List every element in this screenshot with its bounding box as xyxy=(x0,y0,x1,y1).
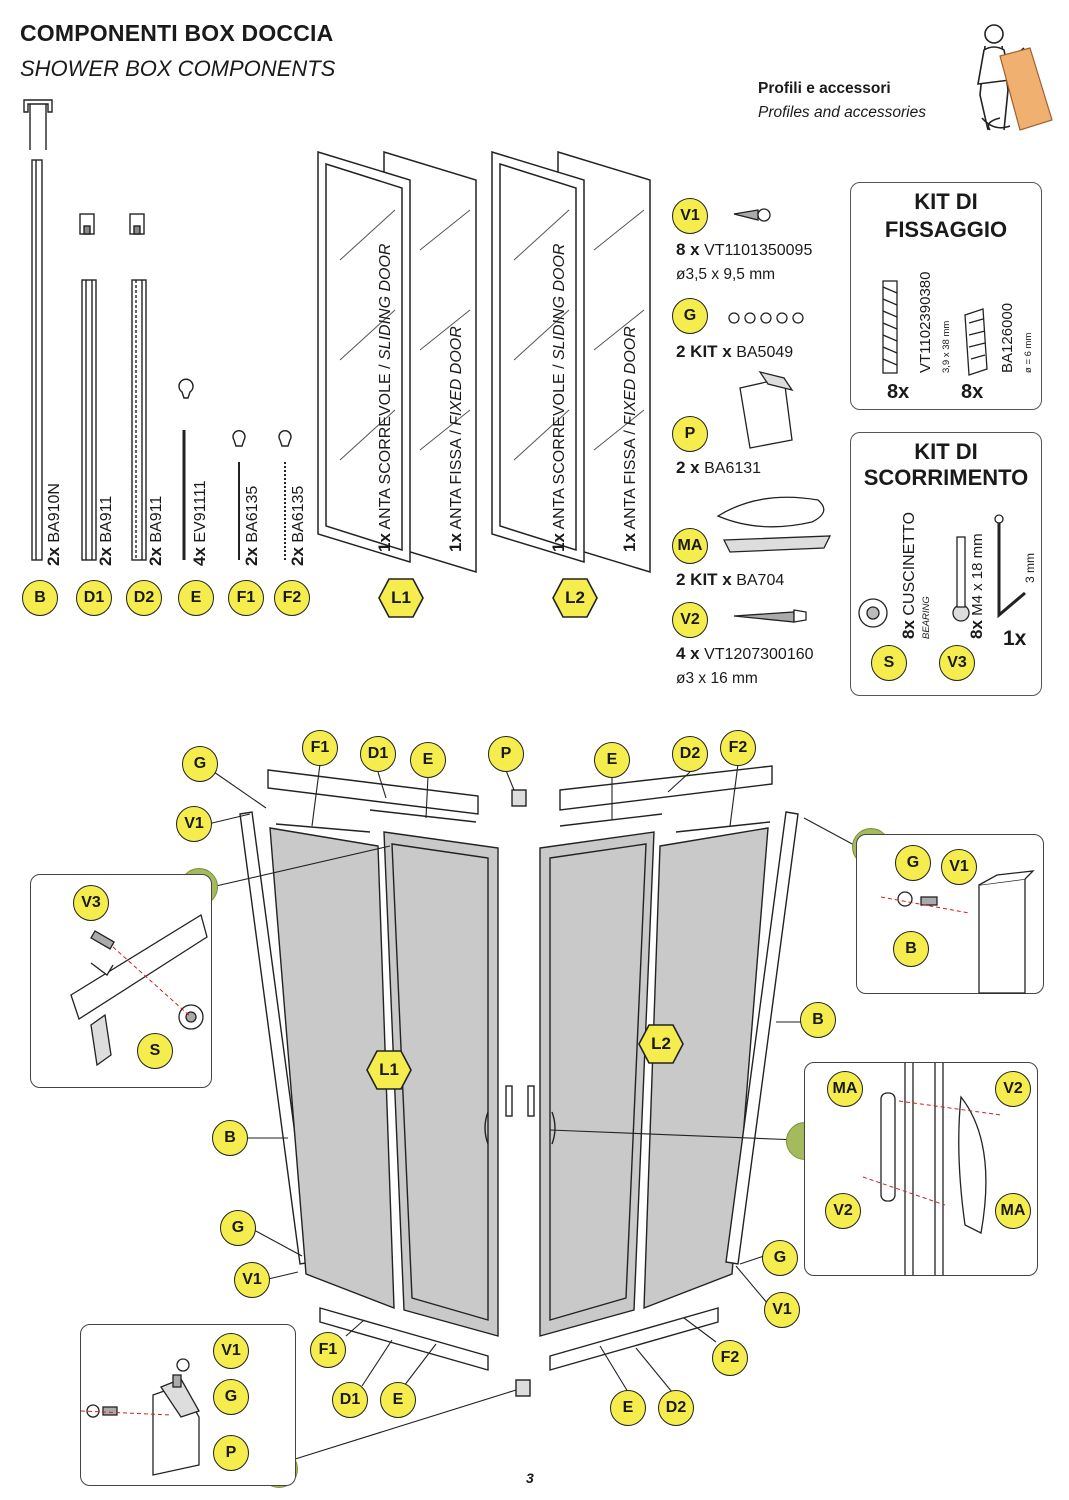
asm-badge-b-left: B xyxy=(212,1120,248,1156)
asm-badge-e-bottom-right: E xyxy=(610,1390,646,1426)
badge-v2: V2 xyxy=(672,602,708,638)
accessory-g-line: 2 KIT x BA5049 xyxy=(676,342,794,361)
kit-fissaggio-title-1: KIT DI xyxy=(914,189,978,214)
sliding-kit-drawing xyxy=(858,514,1026,628)
badge-e: E xyxy=(178,580,214,616)
asm-badge-f1-bottom: F1 xyxy=(310,1332,346,1368)
handle-detail-drawing xyxy=(862,1063,1002,1275)
asm-badge-v1-top-left: V1 xyxy=(176,806,212,842)
kit-fissaggio-title-2: FISSAGGIO xyxy=(884,217,1008,242)
page-subtitle: SHOWER BOX COMPONENTS xyxy=(20,56,336,81)
asm-badge-f1-top: F1 xyxy=(302,730,338,766)
badge-f2: F2 xyxy=(274,580,310,616)
asm-badge-l1: L1 xyxy=(366,1050,412,1090)
accessory-v1-dim: ø3,5 x 9,5 mm xyxy=(676,266,776,283)
inset-badge-b: B xyxy=(893,931,929,967)
asm-badge-f2-top: F2 xyxy=(720,730,756,766)
badge-f1: F1 xyxy=(228,580,264,616)
asm-badge-d1-top: D1 xyxy=(360,736,396,772)
kit-scorrimento-title-2: SCORRIMENTO xyxy=(863,465,1029,490)
asm-badge-f2-bottom: F2 xyxy=(712,1340,748,1376)
asm-badge-e-top-right: E xyxy=(594,742,630,778)
kit-scorrimento-title-1: KIT DI xyxy=(914,439,978,464)
badge-g: G xyxy=(672,298,708,334)
inset-badge-g: G xyxy=(895,845,931,881)
asm-badge-b-right: B xyxy=(800,1002,836,1038)
inset-badge-g-corner: G xyxy=(213,1379,249,1415)
fixing-kit-drawing xyxy=(882,280,988,376)
inset-bearing-detail: V3 S xyxy=(30,874,212,1088)
badge-d2: D2 xyxy=(126,580,162,616)
inset-badge-v2-top: V2 xyxy=(995,1071,1031,1107)
asm-badge-d2-bottom: D2 xyxy=(658,1390,694,1426)
page-title: COMPONENTI BOX DOCCIA xyxy=(20,20,334,46)
accessory-v2-dim: ø3 x 16 mm xyxy=(676,670,758,687)
inset-badge-s: S xyxy=(137,1033,173,1069)
inset-badge-v3: V3 xyxy=(73,885,109,921)
asm-badge-e-top-left: E xyxy=(410,742,446,778)
fix-screw-qty: 8x xyxy=(887,381,910,403)
badge-ma: MA xyxy=(672,528,708,564)
page-number: 3 xyxy=(526,1470,534,1486)
asm-badge-d2-top: D2 xyxy=(672,736,708,772)
inset-wall-detail: G V1 B xyxy=(856,834,1044,994)
badge-v1: V1 xyxy=(672,198,708,234)
wall-detail-drawing xyxy=(880,870,1035,994)
asm-badge-e-bottom-left: E xyxy=(380,1382,416,1418)
accessory-v1-line: 8 x VT1101350095 xyxy=(676,240,813,259)
accessory-v2-line: 4 x VT1207300160 xyxy=(676,644,814,663)
badge-d1: D1 xyxy=(76,580,112,616)
section-subtitle: Profiles and accessories xyxy=(758,104,926,121)
badge-l1: L1 xyxy=(378,578,424,618)
accessory-ma-line: 2 KIT x BA704 xyxy=(676,570,785,589)
asm-badge-v1-bottom-right: V1 xyxy=(764,1292,800,1328)
asm-badge-l2: L2 xyxy=(638,1024,684,1064)
inset-corner-detail: V1 G P xyxy=(80,1324,296,1486)
inset-badge-ma-top: MA xyxy=(827,1071,863,1107)
inset-badge-v2-bottom: V2 xyxy=(825,1193,861,1229)
inset-handle-detail: MA V2 V2 MA xyxy=(804,1062,1038,1276)
asm-badge-g-bottom-right: G xyxy=(762,1240,798,1276)
corner-detail-drawing xyxy=(80,1358,200,1476)
bearing-detail-drawing xyxy=(70,913,208,1067)
inset-badge-p-corner: P xyxy=(213,1435,249,1471)
asm-badge-p-top: P xyxy=(488,736,524,772)
badge-v3: V3 xyxy=(939,645,975,681)
asm-badge-v1-bottom-left: V1 xyxy=(234,1262,270,1298)
asm-badge-d1-bottom: D1 xyxy=(332,1382,368,1418)
inset-badge-v1-corner: V1 xyxy=(213,1333,249,1369)
kit-fissaggio-box: KIT DI FISSAGGIO VT1102390380 3,9 x 38 m… xyxy=(850,182,1042,410)
fix-plug-qty: 8x xyxy=(961,381,984,403)
badge-p: P xyxy=(672,416,708,452)
inset-badge-v1: V1 xyxy=(941,849,977,885)
accessory-p-line: 2 x BA6131 xyxy=(676,458,762,477)
asm-badge-g-bottom-left: G xyxy=(220,1210,256,1246)
asm-badge-g-top-left: G xyxy=(182,746,218,782)
inset-badge-ma-bottom: MA xyxy=(995,1193,1031,1229)
badge-s: S xyxy=(871,645,907,681)
key-qty: 1x xyxy=(1003,627,1027,650)
badge-l2: L2 xyxy=(552,578,598,618)
section-title: Profili e accessori xyxy=(758,80,891,97)
badge-b: B xyxy=(22,580,58,616)
kit-scorrimento-box: KIT DI SCORRIMENTO 8x CUSCINETTO BEARING… xyxy=(850,432,1042,696)
